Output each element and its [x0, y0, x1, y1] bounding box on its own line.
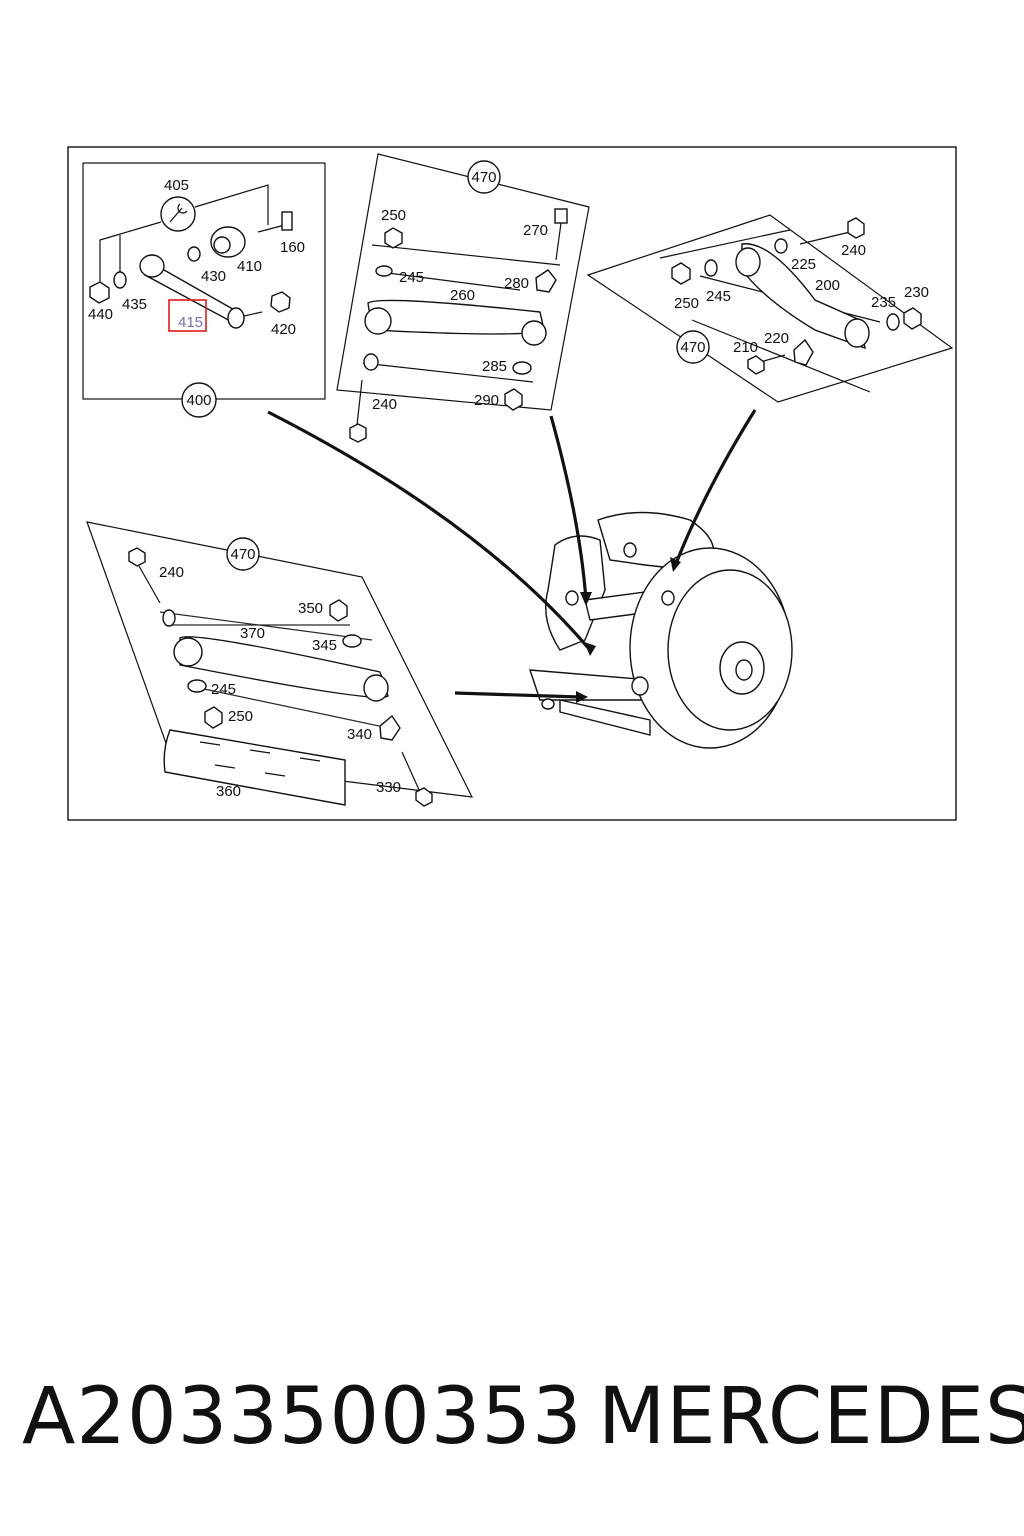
- label-280: 280: [504, 275, 529, 292]
- label-240-c: 240: [159, 564, 184, 581]
- hub-assembly: [267, 409, 793, 749]
- label-245-b: 245: [706, 288, 731, 305]
- label-250-c: 250: [228, 708, 253, 725]
- wrench-icon: [160, 196, 196, 232]
- label-405: 405: [164, 177, 189, 194]
- label-440: 440: [88, 306, 113, 323]
- label-200: 200: [815, 277, 840, 294]
- label-160: 160: [280, 239, 305, 256]
- label-245-a: 245: [399, 269, 424, 286]
- panel-370: 470 240 350 370 345 245 250 340 360 33: [86, 521, 474, 807]
- callout-470-c: 470: [230, 546, 255, 563]
- diagram-frame: [67, 146, 957, 821]
- label-250-a: 250: [381, 207, 406, 224]
- label-430: 430: [201, 268, 226, 285]
- label-290: 290: [474, 392, 499, 409]
- label-420: 420: [271, 321, 296, 338]
- label-240-b: 240: [841, 242, 866, 259]
- label-415: 415: [178, 314, 203, 331]
- label-270: 270: [523, 222, 548, 239]
- panel-260: 470 250 270 245 280 260 285 290 240: [336, 153, 590, 443]
- label-370: 370: [240, 625, 265, 642]
- label-340: 340: [347, 726, 372, 743]
- brand-name: MERCEDES: [598, 1372, 1024, 1462]
- label-350: 350: [298, 600, 323, 617]
- label-260: 260: [450, 287, 475, 304]
- label-245-c: 245: [211, 681, 236, 698]
- label-345: 345: [312, 637, 337, 654]
- highlight-box-415[interactable]: [168, 299, 207, 332]
- label-435: 435: [122, 296, 147, 313]
- panel-200: 470 240 225 200 250 245 235 230 210 220: [586, 214, 954, 403]
- label-240-a: 240: [372, 396, 397, 413]
- label-210: 210: [733, 339, 758, 356]
- callout-400: 400: [186, 392, 211, 409]
- label-250-b: 250: [674, 295, 699, 312]
- label-360: 360: [216, 783, 241, 800]
- label-230: 230: [904, 284, 929, 301]
- label-225: 225: [791, 256, 816, 273]
- part-number: A2033500353: [22, 1372, 583, 1462]
- panel-400: 400 405 160 410 430 435 440 415 420: [82, 162, 326, 418]
- label-410: 410: [237, 258, 262, 275]
- parts-diagram: 400 405 160 410 430 435 440 415 420 470: [67, 146, 957, 821]
- label-285: 285: [482, 358, 507, 375]
- label-220: 220: [764, 330, 789, 347]
- callout-470-a: 470: [471, 169, 496, 186]
- label-330: 330: [376, 779, 401, 796]
- callout-470-b: 470: [680, 339, 705, 356]
- label-235: 235: [871, 294, 896, 311]
